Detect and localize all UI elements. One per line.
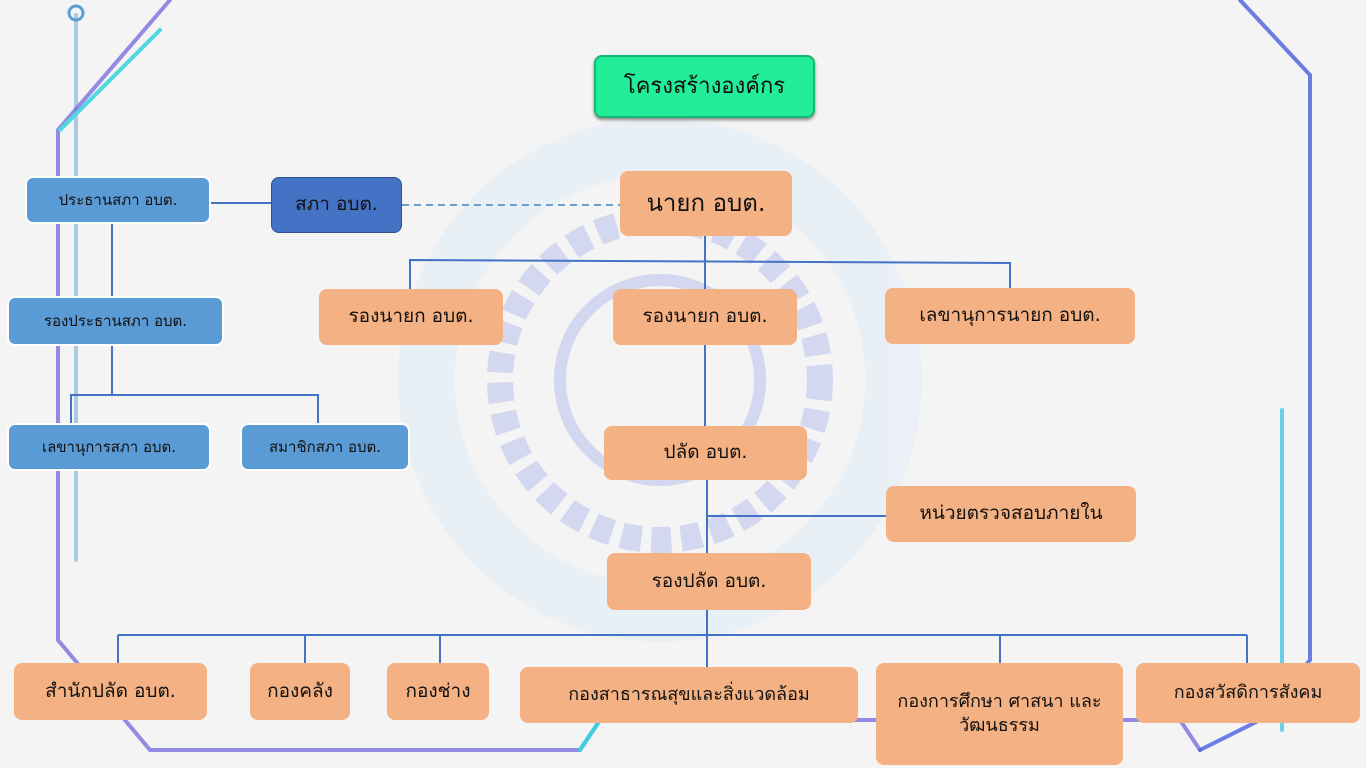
council-chairman-box: ประธานสภา อบต.	[25, 176, 211, 224]
division-box: กองการศึกษา ศาสนา และ วัฒนธรรม	[876, 663, 1123, 765]
division-box: กองคลัง	[250, 663, 350, 720]
deputy-mayor-box: รองนายก อบต.	[613, 289, 797, 345]
deputy-mayor-box: รองนายก อบต.	[319, 289, 503, 345]
division-box: กองช่าง	[387, 663, 489, 720]
division-box: สำนักปลัด อบต.	[14, 663, 207, 720]
mayor-box: นายก อบต.	[620, 171, 792, 236]
council-members-box: สมาชิกสภา อบต.	[240, 423, 410, 471]
division-box: กองสวัสดิการสังคม	[1136, 663, 1360, 723]
deputy-clerk-box: รองปลัด อบต.	[607, 553, 811, 610]
council-vice-chairman-box: รองประธานสภา อบต.	[7, 296, 224, 346]
council-secretary-box: เลขานุการสภา อบต.	[7, 423, 211, 471]
chart-title: โครงสร้างองค์กร	[594, 55, 815, 118]
internal-audit-box: หน่วยตรวจสอบภายใน	[886, 486, 1136, 542]
clerk-box: ปลัด อบต.	[604, 426, 807, 480]
council-box: สภา อบต.	[271, 177, 402, 233]
mayor-secretary-box: เลขานุการนายก อบต.	[885, 288, 1135, 344]
division-box: กองสาธารณสุขและสิ่งแวดล้อม	[520, 667, 858, 723]
